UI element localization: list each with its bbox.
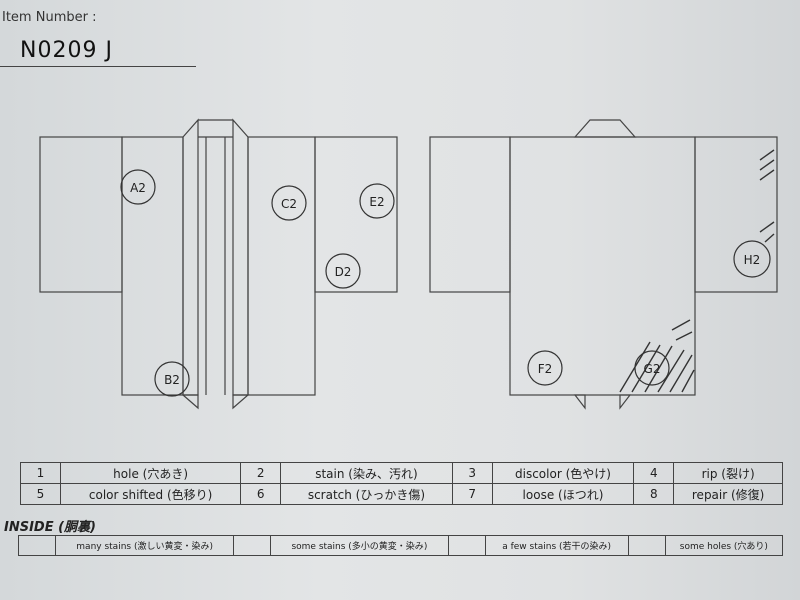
marker-a2-circle — [120, 169, 156, 205]
front-left-sleeve — [39, 136, 123, 293]
front-right-panel — [247, 136, 316, 396]
back-hem-right — [619, 394, 632, 410]
back-collar — [573, 119, 637, 138]
marker-g2: G2 — [644, 362, 661, 376]
back-body — [509, 136, 696, 396]
code-number: 6 — [240, 483, 282, 505]
marker-c2: C2 — [281, 197, 297, 211]
inside-option: some holes (穴あり) — [664, 535, 784, 556]
marker-b2-circle — [154, 361, 190, 397]
marker-b2: B2 — [164, 373, 180, 387]
inside-option: some stains (多小の黄変・染み) — [270, 535, 449, 556]
item-number-underline — [0, 66, 196, 67]
marker-c2-circle — [271, 185, 307, 221]
marker-e2-circle — [359, 183, 395, 219]
inside-option: a few stains (若干の染み) — [484, 535, 629, 556]
code-label: scratch (ひっかき傷) — [280, 483, 453, 505]
code-number: 8 — [633, 483, 675, 505]
marker-h2: H2 — [744, 253, 761, 267]
marker-f2: F2 — [538, 362, 553, 376]
marker-e2: E2 — [369, 195, 384, 209]
inside-checkbox[interactable] — [233, 535, 272, 556]
code-label: hole (穴あき) — [59, 462, 242, 484]
inside-option: many stains (激しい黄変・染み) — [54, 535, 235, 556]
marker-a2: A2 — [130, 181, 146, 195]
damage-hatching — [619, 149, 775, 393]
inside-checkbox[interactable] — [18, 535, 56, 556]
code-label: loose (ほつれ) — [491, 483, 635, 505]
front-collar-left — [182, 118, 199, 396]
inside-title: INSIDE (胴裏) — [4, 520, 96, 535]
front-lapel-right — [232, 394, 250, 410]
front-collar-right — [232, 118, 249, 396]
code-label: stain (染み、汚れ) — [280, 462, 453, 484]
code-number: 1 — [20, 462, 61, 484]
back-left-sleeve — [429, 136, 511, 293]
marker-g2-circle — [634, 350, 670, 386]
back-right-sleeve — [694, 136, 778, 293]
marker-d2: D2 — [335, 265, 352, 279]
inside-checkbox[interactable] — [447, 535, 486, 556]
code-row: 5 color shifted (色移り) 6 scratch (ひっかき傷) … — [20, 483, 783, 505]
front-right-sleeve — [314, 136, 398, 293]
marker-h2-circle — [733, 240, 771, 278]
code-label: discolor (色やけ) — [491, 462, 635, 484]
marker-f2-circle — [527, 350, 563, 386]
marker-d2-circle — [325, 253, 361, 289]
front-left-panel — [121, 136, 184, 396]
code-number: 3 — [451, 462, 493, 484]
item-number-value: N0209 J — [20, 38, 113, 63]
code-number: 7 — [451, 483, 493, 505]
item-number-label: Item Number : — [2, 10, 97, 25]
damage-code-table: 1 hole (穴あき) 2 stain (染み、汚れ) 3 discolor … — [20, 462, 783, 505]
inside-checkbox[interactable] — [627, 535, 666, 556]
front-lapel-left — [181, 394, 199, 410]
back-hem-left — [573, 394, 586, 410]
code-number: 4 — [633, 462, 675, 484]
code-number: 2 — [240, 462, 282, 484]
code-label: rip (裂け) — [673, 462, 783, 484]
code-label: color shifted (色移り) — [59, 483, 242, 505]
code-label: repair (修復) — [673, 483, 783, 505]
inside-row: many stains (激しい黄変・染み) some stains (多小の黄… — [18, 535, 784, 556]
code-number: 5 — [20, 483, 61, 505]
code-row: 1 hole (穴あき) 2 stain (染み、汚れ) 3 discolor … — [20, 462, 783, 484]
inside-condition-table: many stains (激しい黄変・染み) some stains (多小の黄… — [18, 535, 784, 556]
